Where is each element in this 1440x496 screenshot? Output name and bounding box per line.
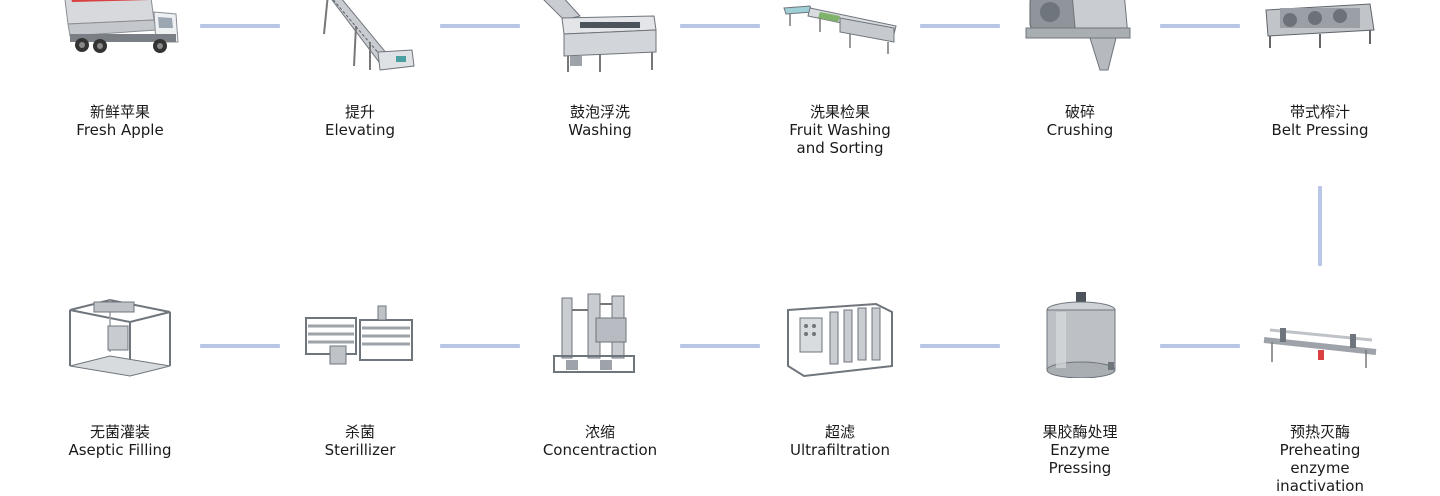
connector bbox=[200, 24, 280, 28]
sorting-conveyor-icon bbox=[780, 0, 900, 78]
connector bbox=[920, 24, 1000, 28]
step-label-en: and Sorting bbox=[796, 139, 884, 157]
truck-icon bbox=[60, 0, 180, 78]
connector bbox=[200, 344, 280, 348]
step-elevating: 提升 Elevating bbox=[260, 0, 460, 496]
step-label-cn: 洗果检果 bbox=[809, 103, 870, 121]
step-label-en: Aseptic Filling bbox=[68, 441, 172, 459]
sterilizer-icon bbox=[300, 290, 420, 378]
step-label-cn: 无菌灌装 bbox=[89, 423, 150, 441]
connector bbox=[440, 24, 520, 28]
step-label-en: Pressing bbox=[1048, 459, 1112, 477]
step-label-cn: 浓缩 bbox=[584, 423, 615, 441]
connector bbox=[440, 344, 520, 348]
evaporator-icon bbox=[540, 290, 660, 378]
step-label-en: enzyme bbox=[1290, 459, 1350, 477]
crusher-icon bbox=[1020, 0, 1140, 78]
connector bbox=[1160, 24, 1240, 28]
step-label-en: Belt Pressing bbox=[1271, 121, 1369, 139]
step-label-cn: 带式榨汁 bbox=[1289, 103, 1350, 121]
step-label: 洗果检果 Fruit Washing and Sorting bbox=[740, 103, 940, 157]
step-label: 带式榨汁 Belt Pressing bbox=[1220, 103, 1420, 139]
step-aseptic-filling: 无菌灌装 Aseptic Filling bbox=[20, 0, 220, 496]
step-label-en: Preheating bbox=[1279, 441, 1361, 459]
step-label-cn: 提升 bbox=[344, 103, 375, 121]
step-concentraction: 浓缩 Concentraction bbox=[500, 0, 700, 496]
step-label-en: Ultrafiltration bbox=[790, 441, 890, 459]
connector bbox=[680, 24, 760, 28]
step-label-en: Elevating bbox=[324, 121, 396, 139]
step-fresh-apple: 新鲜苹果 Fresh Apple bbox=[20, 0, 220, 496]
step-label: 提升 Elevating bbox=[260, 103, 460, 139]
step-label-en: Sterillizer bbox=[324, 441, 396, 459]
step-label: 果胶酶处理 Enzyme Pressing bbox=[980, 423, 1180, 477]
step-crushing: 破碎 Crushing bbox=[980, 0, 1180, 496]
step-label-en: Concentraction bbox=[542, 441, 658, 459]
step-label: 鼓泡浮洗 Washing bbox=[500, 103, 700, 139]
step-label: 超滤 Ultrafiltration bbox=[740, 423, 940, 459]
step-label-cn: 鼓泡浮洗 bbox=[569, 103, 630, 121]
enzyme-tank-icon bbox=[1020, 290, 1140, 378]
step-sterillizer: 杀菌 Sterillizer bbox=[260, 0, 460, 496]
connector bbox=[1160, 344, 1240, 348]
step-label: 破碎 Crushing bbox=[980, 103, 1180, 139]
ultrafiltration-icon bbox=[780, 290, 900, 378]
preheater-icon bbox=[1260, 290, 1380, 378]
step-label-en: Fresh Apple bbox=[76, 121, 164, 139]
connector bbox=[680, 344, 760, 348]
aseptic-filler-icon bbox=[60, 290, 180, 378]
step-label-en: inactivation bbox=[1276, 477, 1364, 495]
step-preheating: 预热灭酶 Preheating enzyme inactivation bbox=[1220, 0, 1420, 496]
step-label-cn: 新鲜苹果 bbox=[89, 103, 150, 121]
step-label: 预热灭酶 Preheating enzyme inactivation bbox=[1220, 423, 1420, 495]
step-label-cn: 破碎 bbox=[1064, 103, 1095, 121]
connector bbox=[1318, 186, 1322, 266]
belt-press-icon bbox=[1260, 0, 1380, 78]
step-label-cn: 预热灭酶 bbox=[1289, 423, 1350, 441]
step-label-en: Fruit Washing bbox=[789, 121, 891, 139]
step-label-en: Crushing bbox=[1046, 121, 1114, 139]
step-label-cn: 果胶酶处理 bbox=[1042, 423, 1118, 441]
step-label-cn: 杀菌 bbox=[344, 423, 375, 441]
step-label-en: Washing bbox=[568, 121, 632, 139]
step-label: 浓缩 Concentraction bbox=[500, 423, 700, 459]
step-label: 无菌灌装 Aseptic Filling bbox=[20, 423, 220, 459]
step-label-cn: 超滤 bbox=[824, 423, 855, 441]
step-label: 杀菌 Sterillizer bbox=[260, 423, 460, 459]
connector bbox=[920, 344, 1000, 348]
step-label-en: Enzyme bbox=[1050, 441, 1110, 459]
step-washing: 鼓泡浮洗 Washing bbox=[500, 0, 700, 496]
step-ultrafiltration: 超滤 Ultrafiltration bbox=[740, 0, 940, 496]
elevator-conveyor-icon bbox=[300, 0, 420, 78]
bubble-washer-icon bbox=[540, 0, 660, 78]
step-fruit-washing-sorting: 洗果检果 Fruit Washing and Sorting bbox=[740, 0, 940, 496]
step-label: 新鲜苹果 Fresh Apple bbox=[20, 103, 220, 139]
step-belt-pressing: 带式榨汁 Belt Pressing bbox=[1220, 0, 1420, 496]
step-enzyme-pressing: 果胶酶处理 Enzyme Pressing bbox=[980, 0, 1180, 496]
